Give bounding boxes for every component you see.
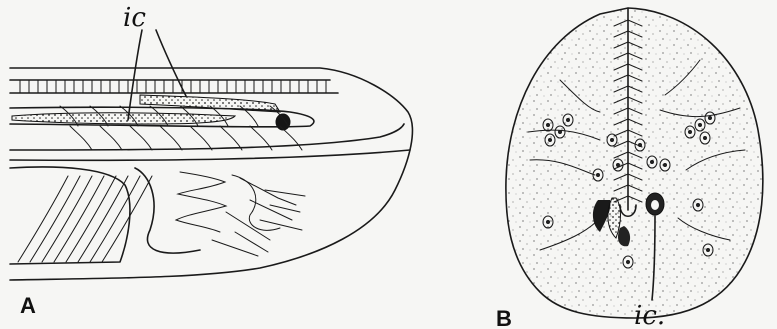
panel-b-letter: B [496, 306, 512, 329]
cell-nucleus [697, 204, 700, 207]
cell-nucleus [547, 221, 550, 224]
cell-nucleus [627, 261, 630, 264]
fin-ray-boxes [10, 80, 338, 93]
cell-nucleus [704, 137, 707, 140]
cell-nucleus [617, 164, 620, 167]
cell-nucleus [699, 124, 702, 127]
cell-nucleus [707, 249, 710, 252]
oral-cirri [176, 172, 305, 256]
myotome-line [130, 126, 152, 150]
cell-nucleus [664, 164, 667, 167]
myotome-line [220, 126, 242, 150]
gill-bar [30, 176, 80, 262]
gill-bar [18, 176, 68, 262]
panel-b-ic-label: ic. [634, 301, 665, 329]
cell-nucleus [559, 131, 562, 134]
panel-a-ic-label: ic [123, 3, 146, 33]
cell-nucleus [549, 139, 552, 142]
panel-b-drawing [506, 8, 763, 318]
cell-nucleus [597, 174, 600, 177]
panel-a-drawing [10, 30, 412, 280]
cell-nucleus [567, 119, 570, 122]
pigment-band [12, 113, 235, 124]
myotome-line [160, 126, 182, 150]
myotome-line [100, 126, 122, 150]
cell-nucleus [689, 131, 692, 134]
gill-bar [42, 176, 92, 262]
cell-nucleus [651, 161, 654, 164]
panel-a-letter: A [20, 293, 36, 318]
eye-spot [276, 114, 290, 130]
cross-section-outline [506, 8, 763, 318]
myotome-line [70, 126, 92, 150]
cell-nucleus [639, 144, 642, 147]
cell-nucleus [709, 117, 712, 120]
cell-nucleus [547, 124, 550, 127]
myotome-line [190, 126, 212, 150]
cell-nucleus [611, 139, 614, 142]
